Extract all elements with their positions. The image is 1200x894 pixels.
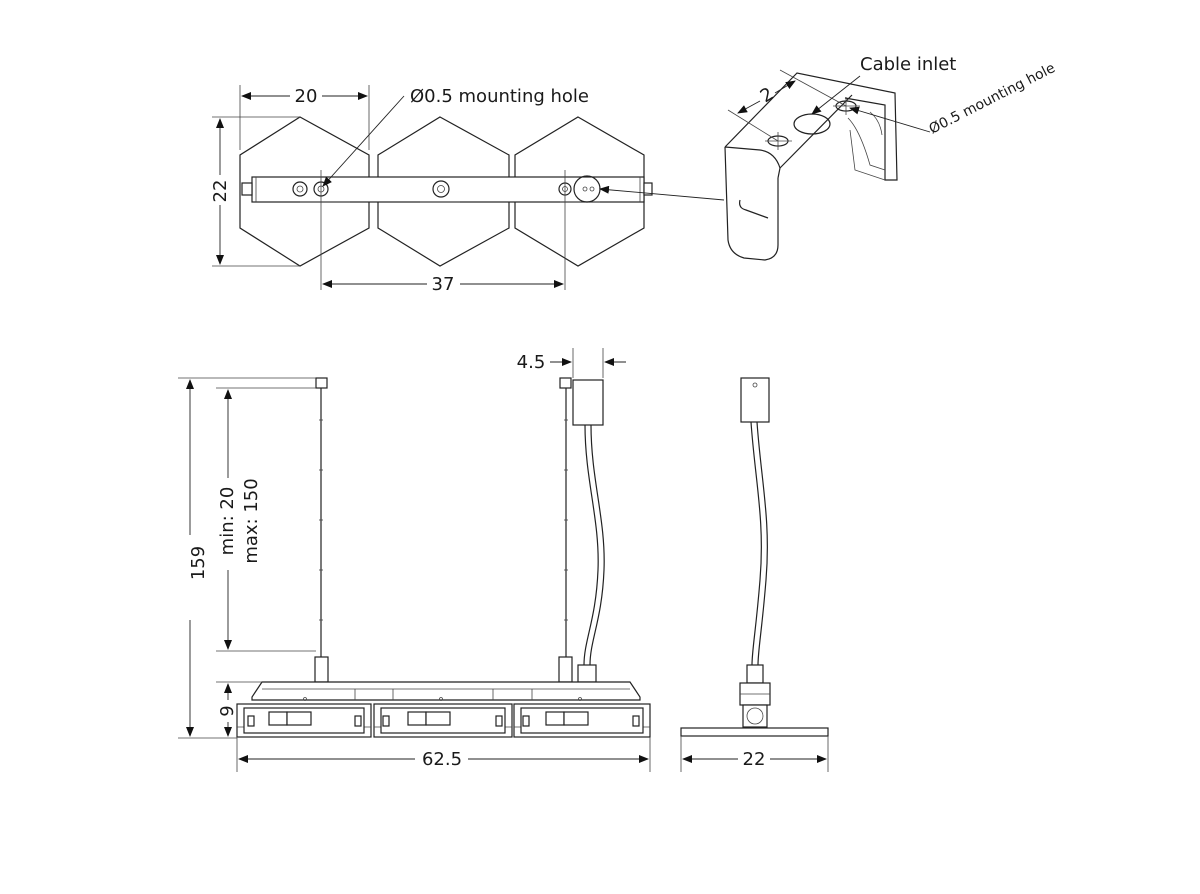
dim-width-20: 20	[295, 86, 318, 107]
side-profile-plate	[680, 727, 829, 737]
canopy	[572, 379, 604, 426]
cable-gripper-right	[558, 656, 573, 683]
light-module-3	[513, 703, 651, 738]
cable-inlet-hole-icon	[793, 113, 831, 135]
cable-inlet-label: Cable inlet	[860, 54, 956, 75]
mounting-hole-label: Ø0.5 mounting hole	[410, 86, 589, 107]
hexagon-panel-2	[377, 116, 510, 267]
cable-length-max: max: 150	[241, 478, 262, 563]
dim-total-length-62-5: 62.5	[422, 749, 462, 770]
luminaire-housing	[251, 681, 641, 701]
hexagon-panel-3	[514, 116, 645, 267]
dim-spacing-37: 37	[432, 274, 455, 295]
dim-depth-22: 22	[743, 749, 766, 770]
light-module-2	[373, 703, 513, 738]
side-power-cable	[750, 421, 762, 666]
center-screw-icon	[432, 180, 450, 198]
side-view: 22	[680, 377, 829, 772]
bracket-detail: 2 Cable inlet Ø0.5 mounting hole	[724, 54, 1058, 261]
top-view: 20 22 37 Ø0.5 mounting hole	[210, 85, 725, 295]
ceiling-anchor-right	[559, 377, 572, 389]
bracket-outline	[724, 72, 898, 261]
cable-length-min: min: 20	[217, 487, 238, 556]
dim-hole-spacing-2: 2	[757, 83, 778, 107]
mounting-bar	[251, 176, 645, 203]
front-view: 4.5 159 min: 20 max: 150 9 62.5	[178, 348, 651, 772]
dim-height-22: 22	[210, 180, 231, 203]
dim-total-height-159: 159	[188, 546, 209, 580]
mounting-hole-icon	[292, 181, 308, 197]
ceiling-anchor-left	[315, 377, 328, 389]
cable-gripper-left	[314, 656, 329, 683]
side-canopy	[740, 377, 770, 423]
dim-body-height-9: 9	[217, 705, 238, 716]
dim-canopy-4-5: 4.5	[517, 352, 546, 373]
power-cable	[583, 424, 599, 666]
light-module-1	[236, 703, 372, 738]
